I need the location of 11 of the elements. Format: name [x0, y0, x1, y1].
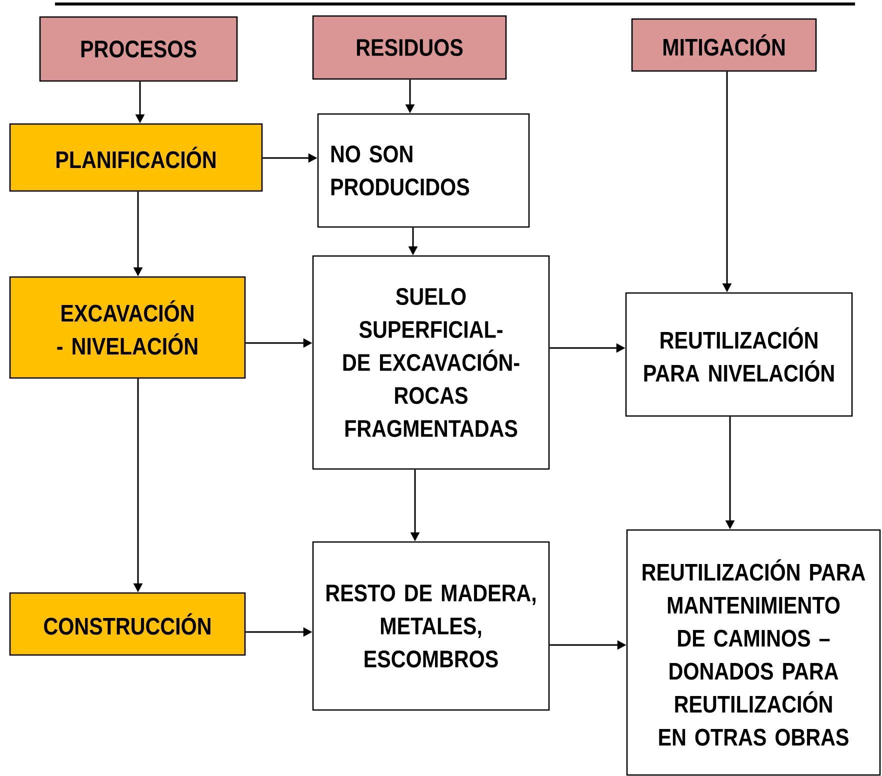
process-box: EXCAVACIÓN - NIVELACIÓN: [9, 276, 246, 379]
header-box: MITIGACIÓN: [631, 18, 817, 72]
waste-box: NO SON PRODUCIDOS: [317, 113, 530, 228]
header-box: RESIDUOS: [312, 15, 507, 80]
process-box: PLANIFICACIÓN: [9, 123, 263, 192]
mitigation-box: REUTILIZACIÓN PARA MANTENIMIENTO DE CAMINOS – DONADOS PARA REUTILIZACIÓN EN OTRAS OBRAS: [626, 529, 881, 776]
waste-box: SUELO SUPERFICIAL- DE EXCAVACIÓN- ROCAS FRAGMENTADAS: [312, 255, 550, 470]
mitigation-box: REUTILIZACIÓN PARA NIVELACIÓN: [625, 292, 853, 417]
header-box: PROCESOS: [39, 16, 238, 82]
process-box: CONSTRUCCIÓN: [9, 592, 246, 656]
waste-box: RESTO DE MADERA, METALES, ESCOMBROS: [312, 541, 550, 711]
